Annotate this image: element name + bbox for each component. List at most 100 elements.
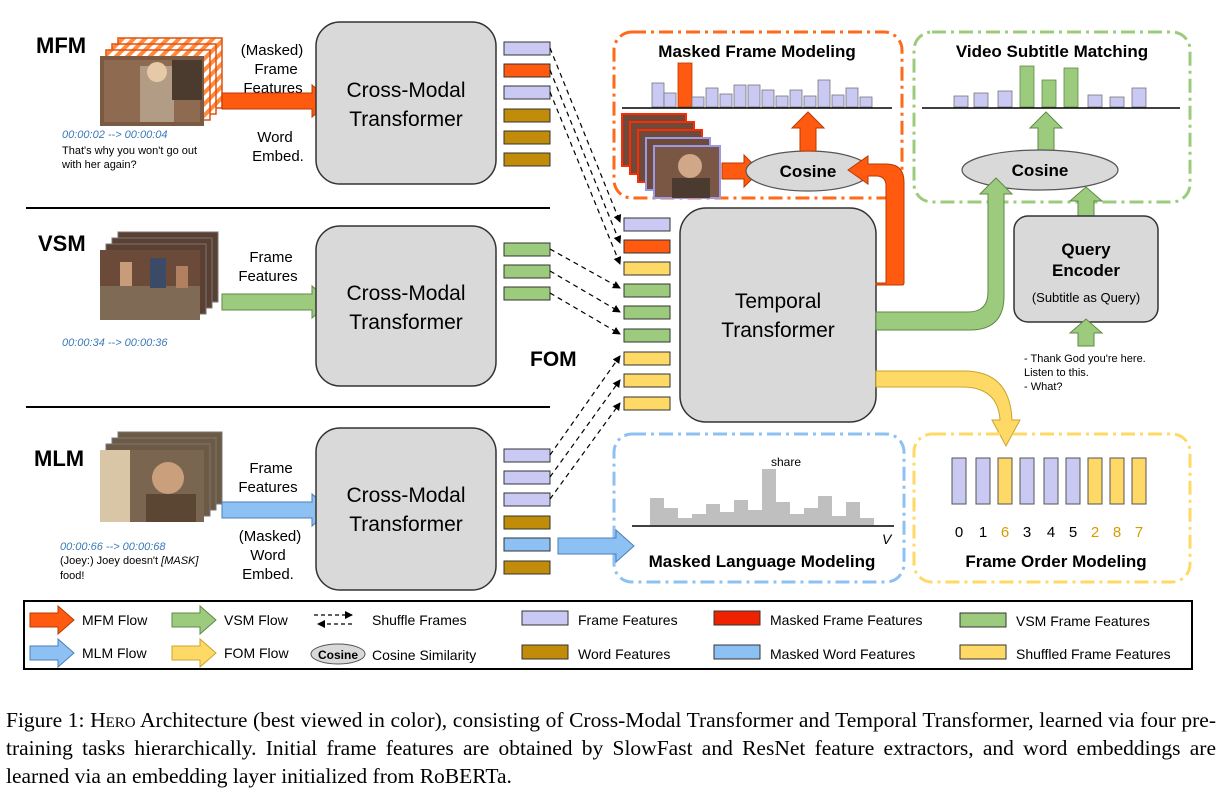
mlm-output-features [503,448,551,575]
masked-frame-modeling-panel: Masked Frame Modeling [612,30,904,200]
query-text-line3: - What? [1024,381,1063,393]
vsm-timestamp: 00:00:34 --> 00:00:36 [62,337,168,349]
legend-vsm-flow: VSM Flow [224,612,289,628]
mlm-axis-label: V [882,531,893,547]
mfm-frame-stack [621,113,721,199]
caption-prefix: Figure 1: [6,708,91,732]
mfm-timestamp: 00:00:02 --> 00:00:04 [62,129,168,141]
legend: MFM Flow VSM Flow Shuffle Frames Frame F… [23,600,1193,670]
mfm-cross-modal-transformer: Cross-Modal Transformer [315,21,497,185]
vsm-output-features [503,242,551,301]
vsm-cosine-label: Cosine [1012,161,1069,180]
vsm-input-label-line2: Features [238,268,297,285]
fom-number: 7 [1135,524,1143,541]
legend-mfm-flow-swatch [29,604,75,636]
legend-shuffled-frame-features: Shuffled Frame Features [1016,646,1171,662]
legend-word-features: Word Features [578,646,670,662]
mlm-cross-modal-line2: Transformer [349,513,463,536]
fom-bars [951,457,1147,505]
temporal-input-features [623,217,671,411]
legend-mlm-flow: MLM Flow [82,645,147,661]
mfm-subtitle-line1: That's why you won't go out [62,145,197,157]
fom-number: 6 [1001,524,1009,541]
legend-shuffled-frame-features-swatch [959,644,1007,660]
legend-fom-flow-swatch [171,637,217,669]
mlm-subtitle-mask: [MASK] [160,555,199,567]
legend-mlm-flow-swatch [29,637,75,669]
mfm-cross-modal-line2: Transformer [349,108,463,131]
legend-masked-frame-features: Masked Frame Features [770,612,923,628]
hero-architecture-diagram: MFM (Masked) Frame Features Word Embed. … [23,21,1193,670]
legend-masked-word-features: Masked Word Features [770,646,915,662]
temporal-line1: Temporal [735,290,821,313]
caption-hero: Hero [90,708,136,732]
legend-cosine-similarity: Cosine Similarity [372,647,476,663]
frame-order-modeling-title: Frame Order Modeling [965,552,1146,571]
legend-vsm-flow-swatch [171,604,217,636]
legend-word-features-swatch [521,644,569,660]
fom-number: 1 [979,524,987,541]
query-encoder: Query Encoder (Subtitle as Query) [1013,215,1159,323]
mfm-video-frames [100,37,223,126]
fom-label: FOM [530,348,577,371]
legend-masked-word-features-swatch [713,644,761,660]
temporal-transformer: Temporal Transformer [679,207,877,423]
video-subtitle-matching-title: Video Subtitle Matching [956,42,1148,61]
legend-vsm-frame-features: VSM Frame Features [1016,613,1150,629]
temporal-line2: Transformer [721,319,835,342]
vsm-input-arrow [221,284,332,320]
temporal-to-mfm-cosine-flow [847,155,905,286]
fom-order-numbers: 0 1 6 3 4 5 2 8 7 [955,524,1143,541]
mfm-input-label-line1: (Masked) [241,42,304,59]
mfm-input-label-line2: Frame [254,61,297,78]
legend-vsm-frame-features-swatch [959,612,1007,628]
vsm-row-label: VSM [38,231,86,256]
mlm-cross-modal-transformer: Cross-Modal Transformer [315,427,497,591]
mfm-row-label: MFM [36,33,86,58]
video-subtitle-matching-panel: Video Subtitle Matching Cosine [912,30,1192,204]
vsm-input-label-line1: Frame [249,249,292,266]
caption-text: Architecture (best viewed in color), con… [6,708,1216,788]
temporal-to-vsm-cosine-flow [875,177,1014,331]
mfm-subtitle-line2: with her again? [61,159,137,171]
legend-shuffle-frames: Shuffle Frames [372,612,467,628]
mlm-cross-modal-line1: Cross-Modal [346,484,465,507]
fom-number: 3 [1023,524,1031,541]
legend-cosine-badge-label: Cosine [318,648,358,662]
vsm-video-frames [100,231,219,320]
mlm-subtitle-line1: (Joey:) Joey doesn't [MASK] [60,555,199,567]
mlm-subtitle-line2: food! [60,570,84,582]
mfm-cosine-label: Cosine [780,162,837,181]
mlm-input-label-line1: Frame [249,460,292,477]
mlm-histogram [632,469,894,527]
fom-number: 5 [1069,524,1077,541]
frame-order-modeling-panel: 0 1 6 3 4 5 2 8 7 Frame Order Modeling [912,432,1192,584]
legend-fom-flow: FOM Flow [224,645,289,661]
vsm-cross-modal-line1: Cross-Modal [346,282,465,305]
vsm-cross-modal-transformer: Cross-Modal Transformer [315,225,497,387]
mfm-output-features [503,41,551,167]
mlm-subtitle-prefix: (Joey:) Joey doesn't [60,555,161,567]
legend-masked-frame-features-swatch [713,610,761,626]
mfm-cross-modal-line1: Cross-Modal [346,79,465,102]
fom-number: 0 [955,524,963,541]
legend-frame-features-swatch [521,610,569,626]
masked-language-modeling-panel: share V Masked Language Modeling [612,432,906,584]
query-to-cosine-arrow [1068,186,1104,217]
query-text-line2: Listen to this. [1024,367,1089,379]
mlm-row-label: MLM [34,446,84,471]
mlm-word-label-line2: Word [250,547,286,564]
legend-cosine-badge [310,643,366,665]
mfm-word-label-line1: Word [257,129,293,146]
mlm-input-label-line2: Features [238,479,297,496]
mfm-word-label-line2: Embed. [252,148,304,165]
query-text-line1: - Thank God you're here. [1024,353,1146,365]
mlm-word-label-line1: (Masked) [239,528,302,545]
query-encoder-line3: (Subtitle as Query) [1032,290,1140,305]
fom-number: 2 [1091,524,1099,541]
vsm-cosine-ellipse [961,149,1119,191]
fom-number: 4 [1047,524,1055,541]
mfm-histogram [622,62,892,109]
masked-frame-modeling-title: Masked Frame Modeling [658,42,855,61]
mlm-timestamp: 00:00:66 --> 00:00:68 [60,541,166,553]
